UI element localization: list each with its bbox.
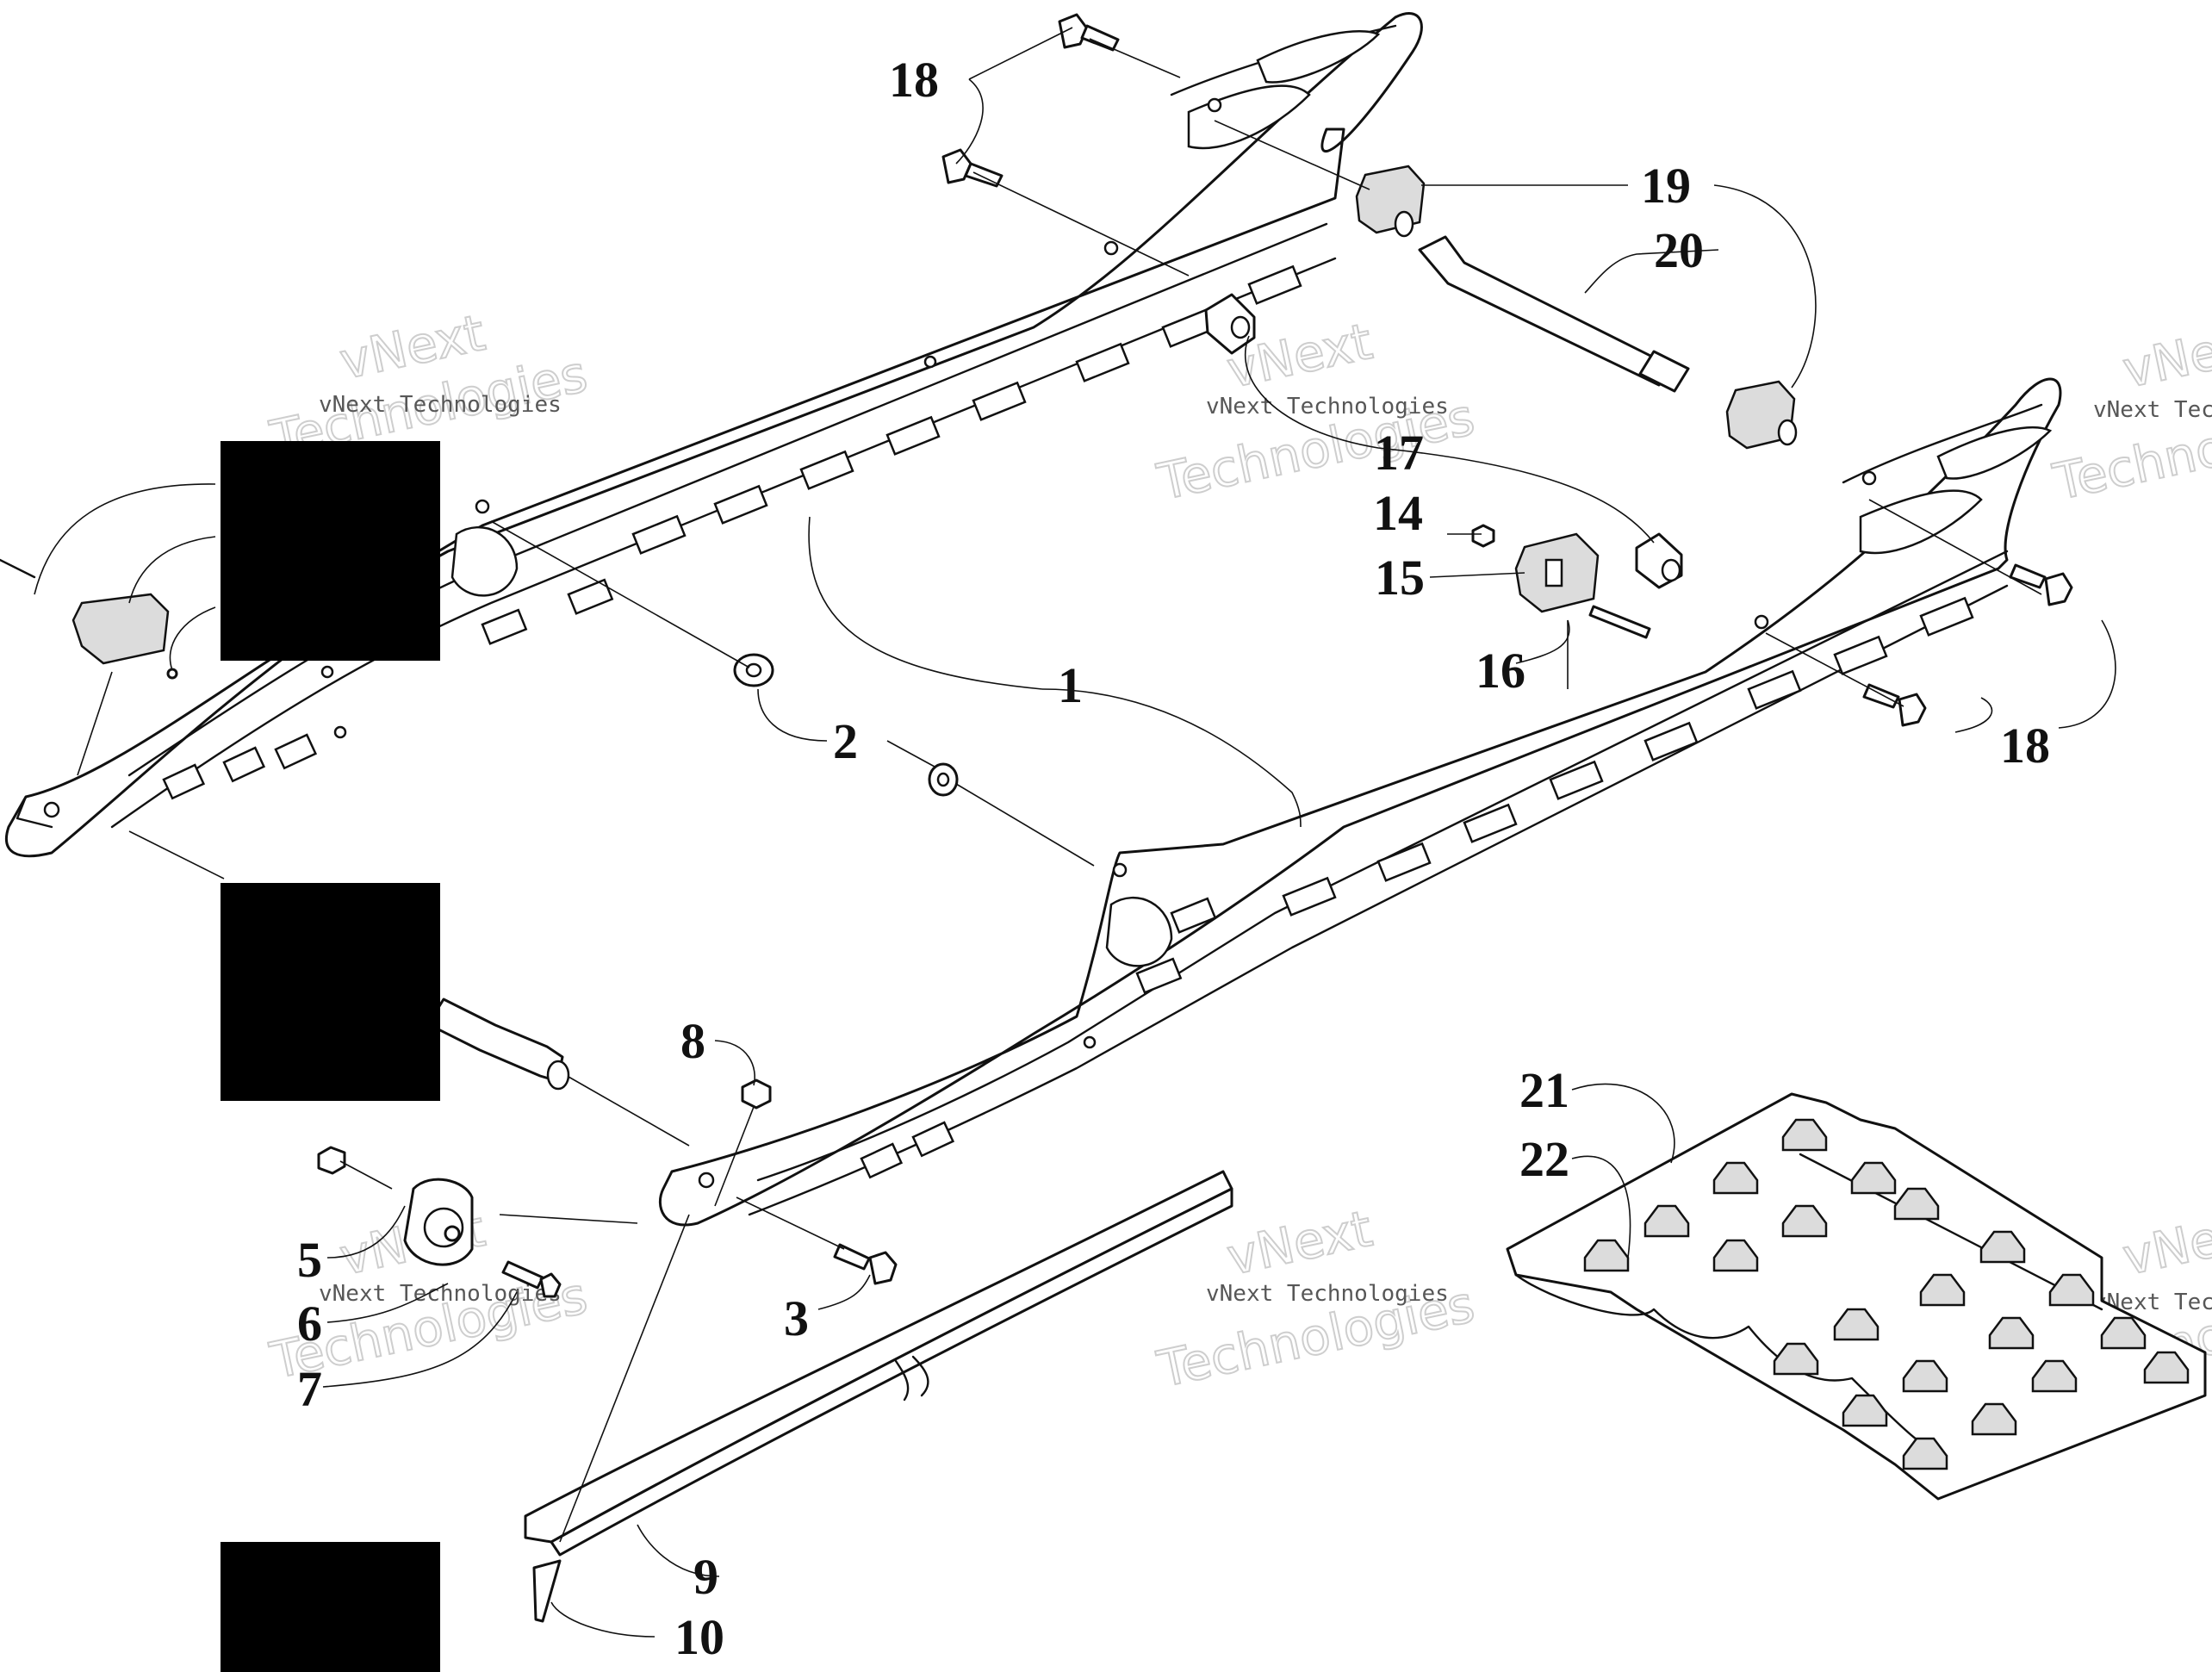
bolt-7 (501, 1260, 562, 1298)
callout-16: 16 (1476, 643, 1525, 699)
callout-6: 6 (297, 1296, 322, 1352)
block-19-a (1355, 165, 1426, 238)
callout-21: 21 (1519, 1062, 1569, 1118)
nut-8 (741, 1078, 772, 1109)
redaction-box (221, 441, 440, 661)
bushing-17 (1635, 532, 1683, 589)
block-left (71, 593, 170, 665)
callout-8: 8 (680, 1013, 705, 1069)
watermark-small: vNext Technologies (1206, 394, 1449, 420)
callout-20: 20 (1654, 222, 1704, 278)
callout-18: 18 (2000, 718, 2050, 774)
redaction-box (221, 1542, 440, 1672)
callout-22: 22 (1519, 1131, 1569, 1187)
callout-3: 3 (784, 1290, 809, 1346)
slide-part-9 (524, 1170, 1233, 1557)
nut-14 (1471, 524, 1495, 548)
watermark-small: vNext Technologies (1206, 1281, 1449, 1307)
bolt-3 (833, 1243, 898, 1285)
callout-15: 15 (1375, 550, 1425, 606)
block-15 (1514, 532, 1600, 613)
wheel-6 (403, 1178, 474, 1266)
shaft-left (426, 998, 570, 1091)
washer-2-b (928, 762, 959, 797)
washer-2-a (733, 653, 774, 687)
callout-17: 17 (1374, 425, 1424, 481)
screw-16 (1588, 605, 1651, 639)
watermark-big: vNext (2118, 1199, 2212, 1287)
watermark-small: vNext Technologies (319, 392, 562, 418)
watermark-big: vNext (1222, 1199, 1377, 1287)
callout-7: 7 (297, 1361, 322, 1417)
callout-labels: 18 19 20 17 14 15 16 18 1 2 8 21 22 5 3 … (297, 52, 2050, 1665)
redaction-box (221, 883, 440, 1101)
callout-1: 1 (1058, 657, 1083, 713)
track-cleats (1583, 1118, 2190, 1470)
track-part-21-22 (1506, 1092, 2207, 1501)
watermark-small: vNext Technologies (2093, 397, 2212, 423)
nut-5 (317, 1146, 346, 1175)
bushing-upper (1204, 293, 1256, 355)
bolt-18-upper-b (941, 148, 1003, 188)
rail-lower (658, 377, 2062, 1227)
rail-upper-slots (43, 30, 1381, 818)
callout-2: 2 (833, 713, 858, 769)
callout-10: 10 (674, 1609, 724, 1665)
watermark-big: vNext (2118, 312, 2212, 400)
callout-19: 19 (1641, 158, 1691, 214)
callout-14: 14 (1373, 485, 1423, 541)
bolt-18-right-a (2009, 563, 2073, 606)
watermark-small: vNext Technologies (319, 1281, 562, 1307)
shaft-20 (1418, 235, 1690, 393)
callout-9: 9 (693, 1549, 718, 1605)
hardware (0, 13, 2073, 1623)
rail-lower-slots (698, 426, 2053, 1189)
leader-lines (34, 27, 2116, 1638)
bolt-18-upper-a (1058, 13, 1120, 52)
screw-10 (532, 1559, 562, 1623)
callout-18: 18 (889, 52, 939, 108)
block-19-b (1725, 380, 1798, 450)
callout-5: 5 (297, 1232, 322, 1288)
rail-upper (5, 12, 1423, 858)
